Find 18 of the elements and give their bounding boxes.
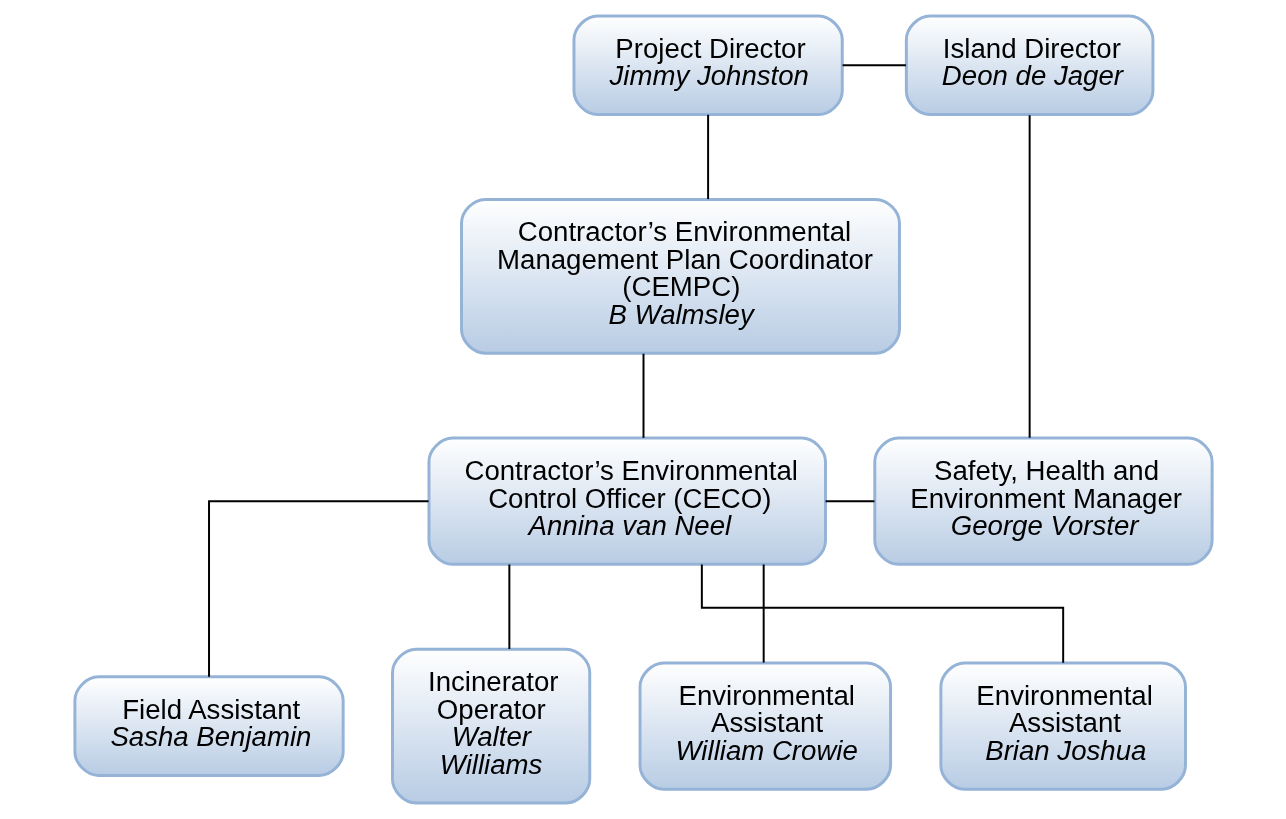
node-box: Environmental Assistant Brian Joshua bbox=[938, 661, 1187, 791]
node-box: Field Assistant Sasha Benjamin bbox=[72, 675, 345, 777]
connector bbox=[841, 64, 907, 67]
node-box: Incinerator Operator Walter Williams bbox=[390, 647, 591, 805]
connector bbox=[700, 563, 1064, 664]
node-box: Safety, Health and Environment Manager George Vorster bbox=[872, 436, 1214, 566]
connector bbox=[507, 563, 510, 650]
node-box: Contractor’s Environmental Management Plan Coordinator (CEMPC) B Walmsley bbox=[459, 197, 901, 355]
connector bbox=[1028, 114, 1031, 439]
connector bbox=[762, 563, 765, 664]
connector bbox=[642, 352, 644, 439]
node-box: Project Director Jimmy Johnston bbox=[572, 14, 844, 117]
connector bbox=[824, 500, 875, 503]
node-box: Contractor’s Environmental Control Officer (CECO) Annina van Neel bbox=[427, 436, 827, 566]
node-box: Island Director Deon de Jager bbox=[904, 14, 1154, 117]
node-box: Environmental Assistant William Crowie bbox=[638, 661, 892, 791]
connector bbox=[207, 500, 430, 678]
connector bbox=[706, 113, 709, 201]
